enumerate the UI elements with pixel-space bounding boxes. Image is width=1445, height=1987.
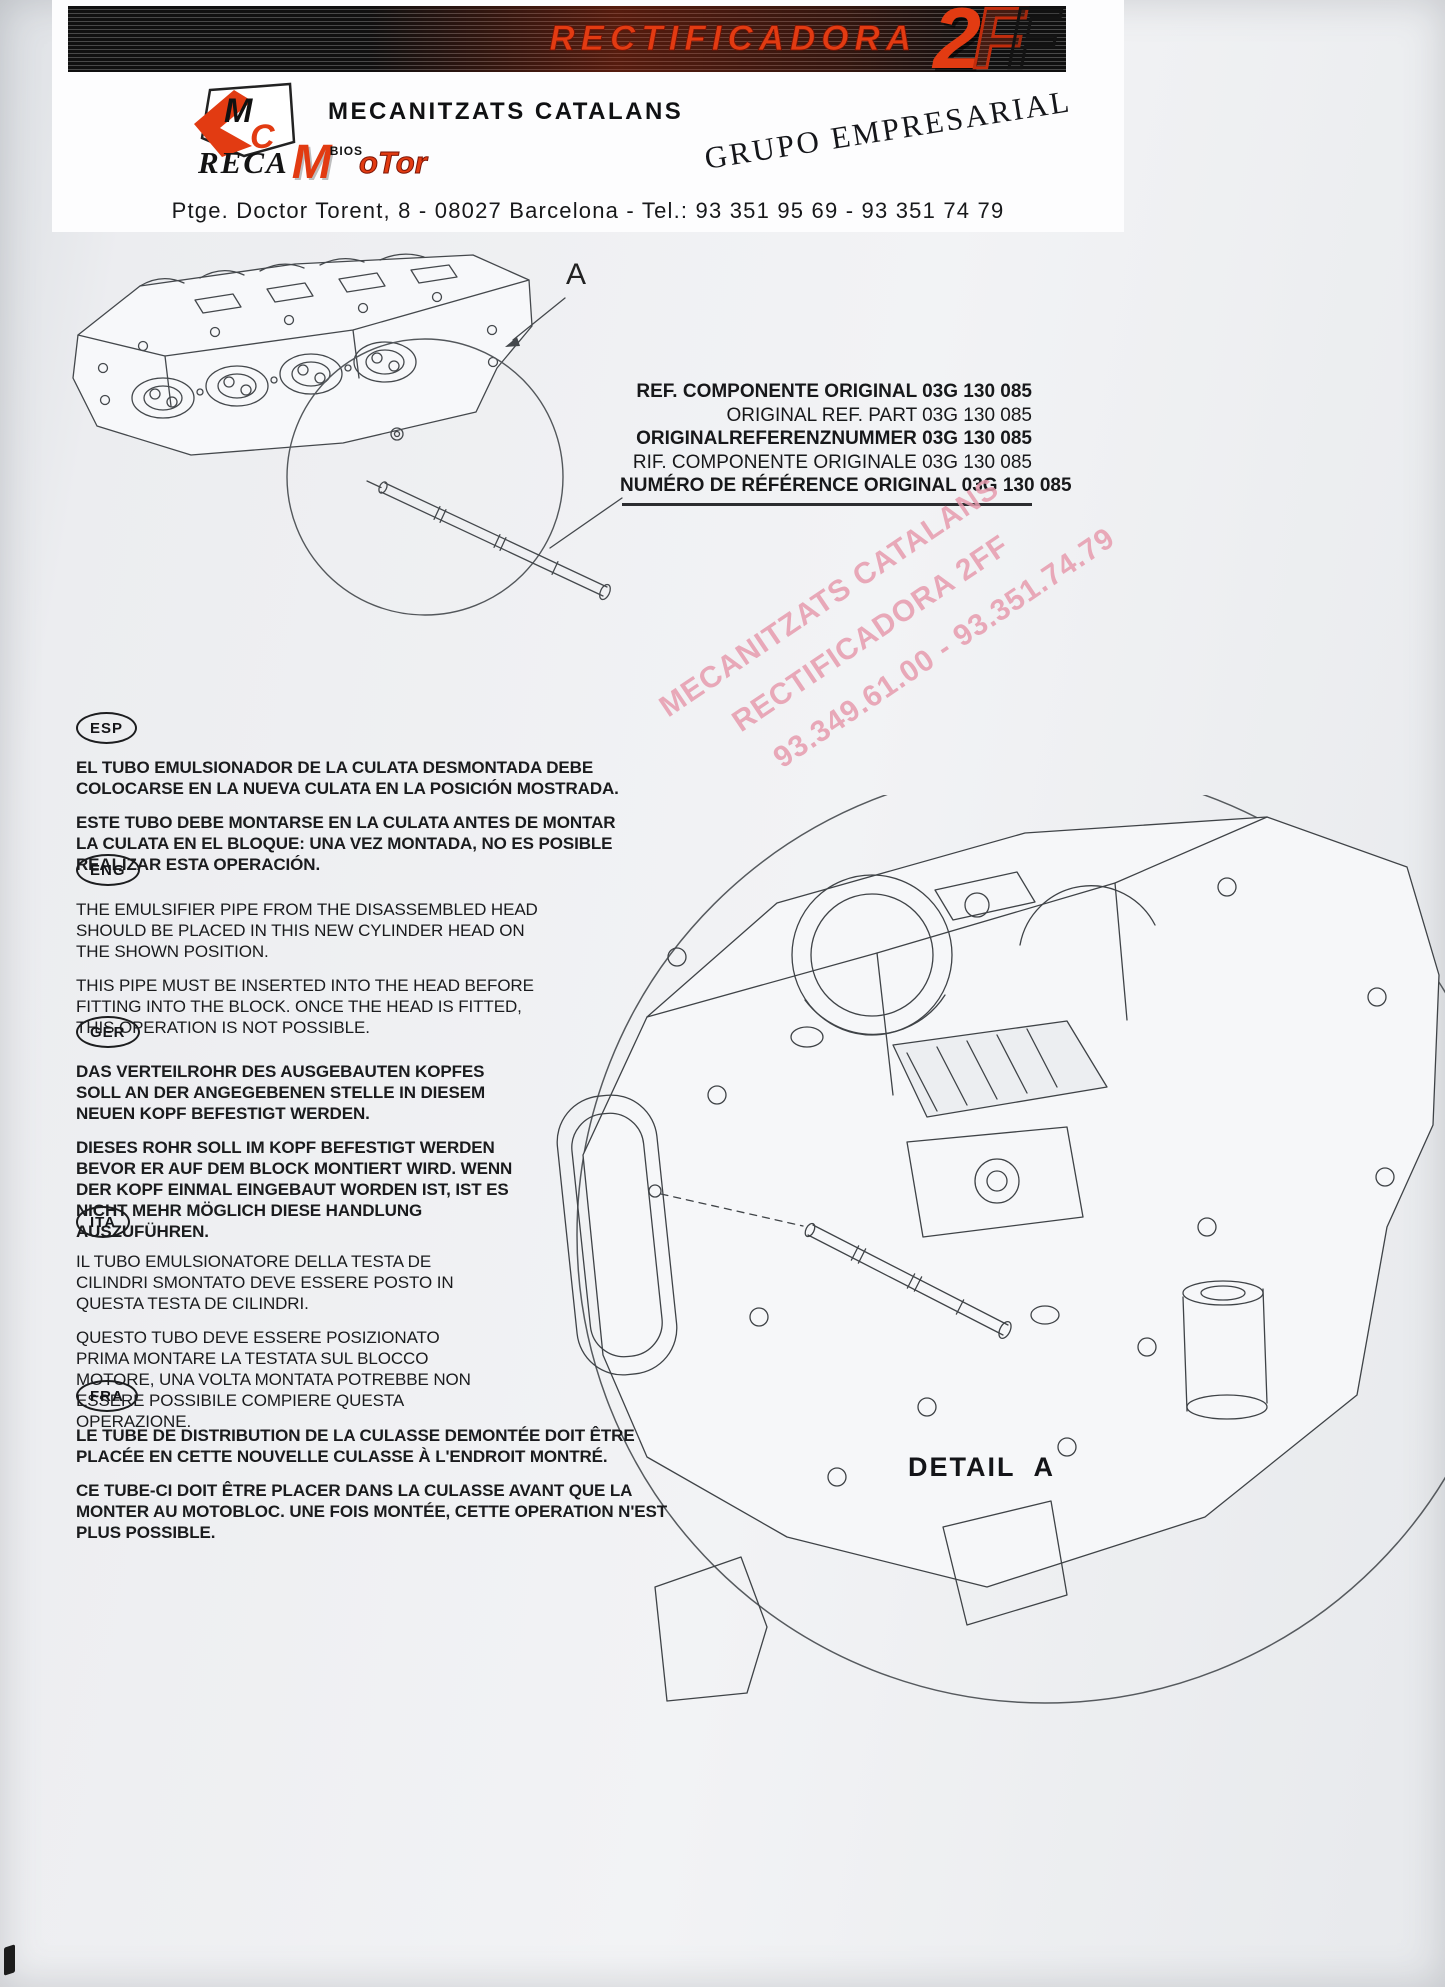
emulsifier-pipe (804, 1222, 1012, 1339)
callout-leader-line (512, 297, 566, 341)
insertion-dashed-line (660, 1193, 804, 1227)
ger-paragraph-1: DAS VERTEILROHR DES AUSGEBAUTEN KOPFES S… (76, 1062, 486, 1123)
banner-title: RECTIFICADORA (549, 19, 918, 59)
mc-logo-letter-m: M (224, 92, 253, 130)
reference-line: ORIGINALREFERENZNUMMER 03G 130 085 (636, 428, 1032, 449)
detail-boundary-circle (576, 795, 1445, 1704)
detail-circle (286, 338, 564, 616)
company-name: MECANITZATS CATALANS (328, 98, 684, 125)
hatched-bracket (892, 1020, 1108, 1118)
mounting-foot (942, 1500, 1068, 1626)
esp-paragraph-1: EL TUBO EMULSIONADOR DE LA CULATA DESMON… (76, 758, 619, 798)
language-badge-fra: FRA (76, 1380, 138, 1412)
watermark-line: 93.349.61.00 - 93.351.74.79 (767, 521, 1121, 775)
detail-word: DETAIL (908, 1452, 1016, 1482)
reference-underline-rule (622, 503, 1032, 506)
oil-channel-pocket (556, 1094, 678, 1376)
section-esp: ESP EL TUBO EMULSIONADOR DE LA CULATA DE… (76, 712, 636, 875)
language-badge-eng: ENG (76, 854, 140, 886)
recamotor-logo: RECA M BIOS oTor (198, 136, 428, 189)
section-eng: ENG THE EMULSIFIER PIPE FROM THE DISASSE… (76, 854, 546, 1038)
bolt-holes (667, 877, 1395, 1487)
ger-paragraph-2: DIESES ROHR SOLL IM KOPF BEFESTIGT WERDE… (76, 1138, 513, 1241)
mc-logo-letter-c: C (250, 118, 275, 156)
watermark-line: RECTIFICADORA 2FF (726, 528, 1015, 739)
recamotor-part-bios: BIOS (329, 144, 364, 158)
detail-a-label: DETAIL A (908, 1452, 1055, 1483)
detail-callout-label: A (566, 258, 587, 291)
fra-paragraph-2: CE TUBE-CI DOIT ÊTRE PLACER DANS LA CULA… (76, 1481, 668, 1542)
fra-paragraph-1: LE TUBE DE DISTRIBUTION DE LA CULASSE DE… (76, 1426, 635, 1466)
ita-paragraph-2: QUESTO TUBO DEVE ESSERE POSIZIONATO PRIM… (76, 1328, 471, 1431)
esp-paragraph-2: ESTE TUBO DEBE MONTARSE EN LA CULATA ANT… (76, 813, 616, 874)
reference-line: NUMÉRO DE RÉFÉRENCE ORIGINAL 03G 130 085 (620, 475, 1072, 496)
scan-artifact (4, 1944, 15, 1976)
detail-letter: A (1033, 1452, 1055, 1482)
language-badge-ita: ITA (76, 1206, 131, 1238)
banner-letter-f1: F (971, 0, 1027, 87)
boss-cylinder (1182, 1280, 1268, 1420)
ita-paragraph-1: IL TUBO EMULSIONATORE DELLA TESTA DE CIL… (76, 1252, 454, 1313)
reference-line: ORIGINAL REF. PART 03G 130 085 (726, 404, 1032, 426)
mounting-foot (654, 1556, 768, 1702)
section-ita: ITA IL TUBO EMULSIONATORE DELLA TESTA DE… (76, 1206, 488, 1432)
letterhead: RECTIFICADORA 2 F F M C MECANITZATS CATA… (52, 0, 1124, 232)
section-fra: FRA LE TUBE DE DISTRIBUTION DE LA CULASS… (76, 1380, 680, 1543)
mc-logo-icon: M C (194, 82, 296, 158)
emulsifier-pipe (366, 480, 611, 601)
rectificadora-2ff-banner: RECTIFICADORA 2 F F (68, 0, 1066, 87)
section-ger: GER DAS VERTEILROHR DES AUSGEBAUTEN KOPF… (76, 1016, 518, 1242)
eng-paragraph-2: THIS PIPE MUST BE INSERTED INTO THE HEAD… (76, 976, 534, 1037)
grupo-empresarial-label: GRUPO EMPRESARIAL (702, 83, 1074, 176)
eng-paragraph-1: THE EMULSIFIER PIPE FROM THE DISASSEMBLE… (76, 900, 538, 961)
banner-numeral-2: 2 (933, 0, 981, 87)
recamotor-part-otor: oTor (359, 145, 428, 181)
banner-letter-f2: F (1006, 0, 1062, 87)
recamotor-part-m: M (291, 136, 332, 189)
reference-line: RIF. COMPONENTE ORIGINALE 03G 130 085 (632, 451, 1032, 473)
language-badge-esp: ESP (76, 712, 138, 744)
cylinder-head-top-figure (72, 253, 623, 616)
recamotor-part-reca: RECA (198, 145, 289, 181)
reference-line: REF. COMPONENTE ORIGINAL 03G 130 085 (636, 381, 1032, 402)
detail-a-figure (556, 795, 1445, 1704)
combustion-chambers (131, 341, 417, 419)
reference-block: REF. COMPONENTE ORIGINAL 03G 130 085 ORI… (620, 380, 1072, 498)
leader-arrowhead (505, 337, 520, 347)
pipe-bore-hole (648, 1184, 662, 1198)
reference-leader-line (549, 497, 623, 549)
language-badge-ger: GER (76, 1016, 140, 1048)
address-line: Ptge. Doctor Torent, 8 - 08027 Barcelona… (171, 198, 1005, 223)
